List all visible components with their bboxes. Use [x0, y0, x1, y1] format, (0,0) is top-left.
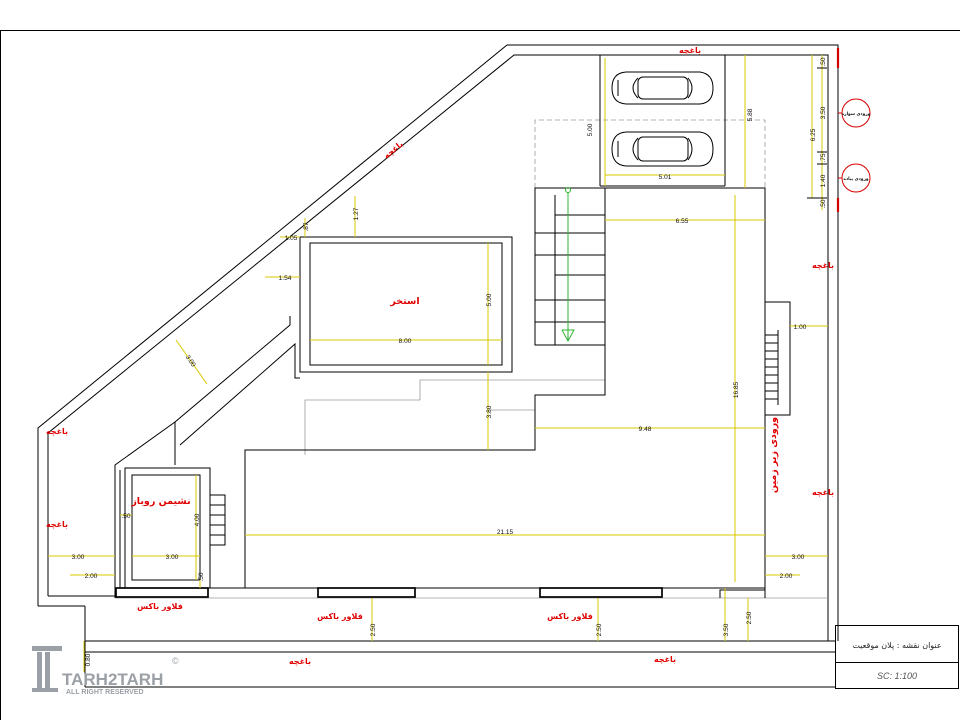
- flower-box-label-left: فلاور باکس: [137, 602, 183, 612]
- title-block-frame: [835, 625, 959, 689]
- dim-text-sidewalk: 0.80: [85, 653, 92, 666]
- logo-column-capital: [32, 646, 62, 651]
- open-living-outer-edge: [114, 421, 176, 598]
- garden-label-right-upper: باغچه: [812, 261, 834, 270]
- car-1: [611, 71, 714, 105]
- garden-label-left-lower: باغچه: [46, 520, 68, 529]
- logo-column-shaft-left: [37, 652, 42, 688]
- dim-line-diagonal-setback: [175, 339, 208, 385]
- dim-text-left-setback-a: 3.00: [72, 554, 85, 561]
- dim-text-front-d: 2.50: [746, 611, 753, 624]
- dim-text-parking-width: 5.01: [659, 174, 672, 181]
- dim-text-pool-corner-b: .87: [303, 222, 310, 231]
- car-1-body: [611, 71, 714, 105]
- car-2-windshield: [632, 137, 639, 161]
- dim-text-front-c: 3.50: [723, 623, 730, 636]
- dim-text-upper-width: 9.48: [639, 426, 652, 433]
- dim-text-left-setback-b: 2.00: [85, 573, 98, 580]
- dim-text-living-base: .50: [198, 572, 205, 581]
- dim-text-living-depth: 4.00: [194, 513, 201, 526]
- pool-outer-edge: [299, 236, 513, 373]
- garden-label-top: باغچه: [679, 46, 701, 55]
- dim-text-stair-offset: 1.00: [794, 324, 807, 331]
- basement-outline-hidden: [304, 379, 605, 455]
- garden-label-bottom-left: باغچه: [289, 657, 311, 666]
- pedestrian-entry-callout: ورودی پیاده: [838, 163, 871, 193]
- flower-box-right: [539, 587, 663, 598]
- dim-text-entry-chain-4: .75: [820, 153, 827, 162]
- car-1-rear-window: [687, 77, 693, 99]
- open-living-wall-inner: [131, 474, 201, 581]
- setback-line-outer: [174, 316, 291, 465]
- stair-direction-arrowhead: [561, 329, 575, 343]
- dim-text-parking-to-building: 5.88: [747, 108, 754, 121]
- dim-text-building-width: 21.15: [497, 529, 514, 536]
- car-2: [611, 131, 714, 167]
- logo-column-icon: [32, 646, 62, 692]
- car-entry-circle: [841, 98, 871, 128]
- building-corner-detail: [719, 589, 765, 598]
- dim-text-building-depth: 16.85: [733, 381, 740, 398]
- dim-text-pool-corner-a: 1.05: [285, 235, 298, 242]
- dim-text-entry-chain-3: 6.25: [810, 128, 817, 141]
- side-stair: [764, 301, 791, 416]
- dim-text-front-a: 2.50: [370, 623, 377, 636]
- lot-boundary-inner: [47, 54, 829, 641]
- pedestrian-entry-text: ورودی پیاده: [843, 177, 869, 182]
- dim-text-right-setback-b: 2.00: [780, 573, 793, 580]
- flower-box-left: [115, 587, 209, 598]
- logo-copyright-mark: ©: [172, 656, 179, 666]
- car-2-cabin: [637, 136, 689, 162]
- dim-text-entry-chain-5: 1.40: [820, 174, 827, 187]
- car-1-windshield: [632, 77, 639, 99]
- flower-box-center: [317, 587, 416, 598]
- dim-text-right-setback-a: 3.00: [792, 554, 805, 561]
- dim-text-pool-top-offset: 1.27: [353, 207, 360, 220]
- logo-name: TARH2TARH: [62, 670, 163, 689]
- garden-label-bottom-right: باغچه: [654, 655, 676, 664]
- car-2-body: [611, 131, 714, 167]
- open-living-steps: [209, 494, 226, 546]
- pool-label: استخر: [389, 296, 419, 307]
- lot-boundary-outer: [37, 44, 839, 641]
- dim-text-pool-side-offset: 1.54: [279, 275, 292, 282]
- dim-text-stair-width: 6.55: [676, 218, 689, 225]
- car-entry-text: ورودی سواره: [842, 112, 871, 117]
- drawing-scale: SC: 1:100: [877, 671, 917, 681]
- dim-text-front-b: 2.50: [596, 623, 603, 636]
- garden-label-right-lower: باغچه: [812, 488, 834, 497]
- car-2-rear-window: [687, 137, 693, 161]
- building-outline-right: [535, 187, 766, 598]
- dim-text-pool-length: 8.00: [399, 338, 412, 345]
- dim-text-parking-depth: 5.00: [587, 123, 594, 136]
- drawing-title: عنوان نقشه : پلان موقعیت: [852, 641, 941, 650]
- flower-box-label-center: فلاور باکس: [317, 612, 363, 622]
- basement-stair-block: [534, 187, 606, 346]
- parking-ramp-hidden: [534, 119, 766, 188]
- dim-text-pool-to-building: 3.80: [486, 405, 493, 418]
- open-living-label: نشیمن روباز: [130, 496, 190, 507]
- title-block: عنوان نقشه : پلان موقعیت SC: 1:100: [835, 625, 959, 689]
- car-entry-callout: ورودی سواره: [838, 98, 871, 128]
- logo-column-shaft-right: [45, 652, 50, 688]
- dim-text-pool-width: 5.00: [486, 293, 493, 306]
- building-outline: [244, 195, 606, 588]
- setback-line-inner: [179, 342, 300, 446]
- car-1-cabin: [637, 76, 689, 100]
- watermark-logo: TARH2TARH © ALL RIGHT RESERVED: [32, 646, 179, 696]
- dim-text-entry-chain-1: .50: [820, 57, 827, 66]
- logo-tagline: ALL RIGHT RESERVED: [66, 689, 144, 696]
- pedestrian-entry-circle: [841, 163, 871, 193]
- flower-box-label-right: فلاور باکس: [547, 612, 593, 622]
- dim-text-living-width: 3.00: [166, 554, 179, 561]
- dim-text-entry-chain-6: .50: [820, 199, 827, 208]
- dim-text-entry-chain-2: 3.50: [820, 106, 827, 119]
- basement-entry-label: ورودی زیر زمین: [768, 417, 779, 493]
- logo-column-base: [32, 688, 58, 692]
- pool-inner-edge: [309, 242, 503, 366]
- garden-label-left-upper: باغچه: [46, 427, 68, 436]
- dim-text-living-wall: .50: [121, 513, 130, 520]
